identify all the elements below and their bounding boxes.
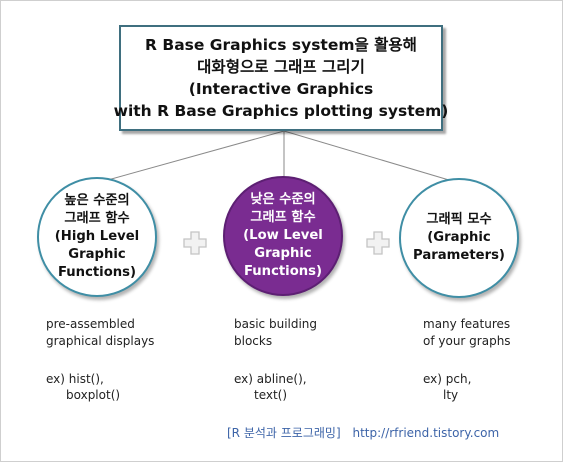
- high-level-functions-circle: 높은 수준의 그래프 함수 (High Level Graphic Functi…: [37, 177, 157, 297]
- high-level-description: pre-assembled graphical displays: [46, 316, 154, 350]
- node-label-line: Functions): [57, 265, 137, 280]
- plus-icon: [183, 231, 207, 255]
- line-to-parameters: [283, 130, 460, 184]
- node-label-line: (Graphic: [427, 230, 491, 245]
- node-label-line: Graphic: [68, 247, 126, 262]
- node-label-line: 그래프 함수: [250, 210, 316, 225]
- line-to-high-level: [96, 130, 285, 184]
- example-line: boxplot(): [66, 388, 121, 402]
- graphic-parameters-circle: 그래픽 모수 (Graphic Parameters): [399, 178, 519, 298]
- example-line: ex) hist(),: [46, 372, 104, 386]
- node-label-line: 그래픽 모수: [426, 212, 492, 227]
- description-line: many features: [423, 317, 511, 331]
- node-label-line: Parameters): [413, 248, 505, 263]
- description-line: graphical displays: [46, 334, 155, 348]
- node-label-line: (Low Level: [243, 228, 323, 243]
- node-label-line: 낮은 수준의: [250, 192, 316, 207]
- example-line: ex) abline(),: [234, 372, 307, 386]
- footer-source: [R 분석과 프로그래밍]: [227, 426, 341, 440]
- node-label-line: Functions): [243, 264, 323, 279]
- node-label-line: 높은 수준의: [64, 193, 130, 208]
- parameters-description: many features of your graphs: [423, 316, 511, 350]
- example-line: ex) pch,: [423, 372, 472, 386]
- node-label-line: 그래프 함수: [64, 211, 130, 226]
- parameters-examples: ex) pch, lty: [423, 371, 471, 403]
- title-box: R Base Graphics system을 활용해 대화형으로 그래프 그리…: [114, 25, 448, 131]
- title-line-1: R Base Graphics system을 활용해: [145, 36, 417, 54]
- node-label-line: (High Level: [54, 229, 140, 244]
- low-level-functions-circle: 낮은 수준의 그래프 함수 (Low Level Graphic Functio…: [223, 176, 343, 296]
- example-line: text(): [254, 388, 288, 402]
- high-level-examples: ex) hist(), boxplot(): [46, 371, 120, 403]
- title-line-2: 대화형으로 그래프 그리기: [197, 58, 365, 76]
- title-line-3: (Interactive Graphics: [188, 80, 374, 98]
- title-line-4: with R Base Graphics plotting system): [113, 102, 449, 120]
- low-level-examples: ex) abline(), text(): [234, 371, 307, 403]
- example-line: lty: [443, 388, 459, 402]
- description-line: of your graphs: [423, 334, 511, 348]
- footer-credit: [R 분석과 프로그래밍] http://rfriend.tistory.com: [227, 424, 507, 441]
- low-level-description: basic building blocks: [234, 316, 317, 350]
- description-line: blocks: [234, 334, 273, 348]
- node-label-line: Graphic: [254, 246, 312, 261]
- footer-url[interactable]: http://rfriend.tistory.com: [352, 426, 500, 440]
- plus-icon: [366, 231, 390, 255]
- description-line: pre-assembled: [46, 317, 135, 331]
- description-line: basic building: [234, 317, 318, 331]
